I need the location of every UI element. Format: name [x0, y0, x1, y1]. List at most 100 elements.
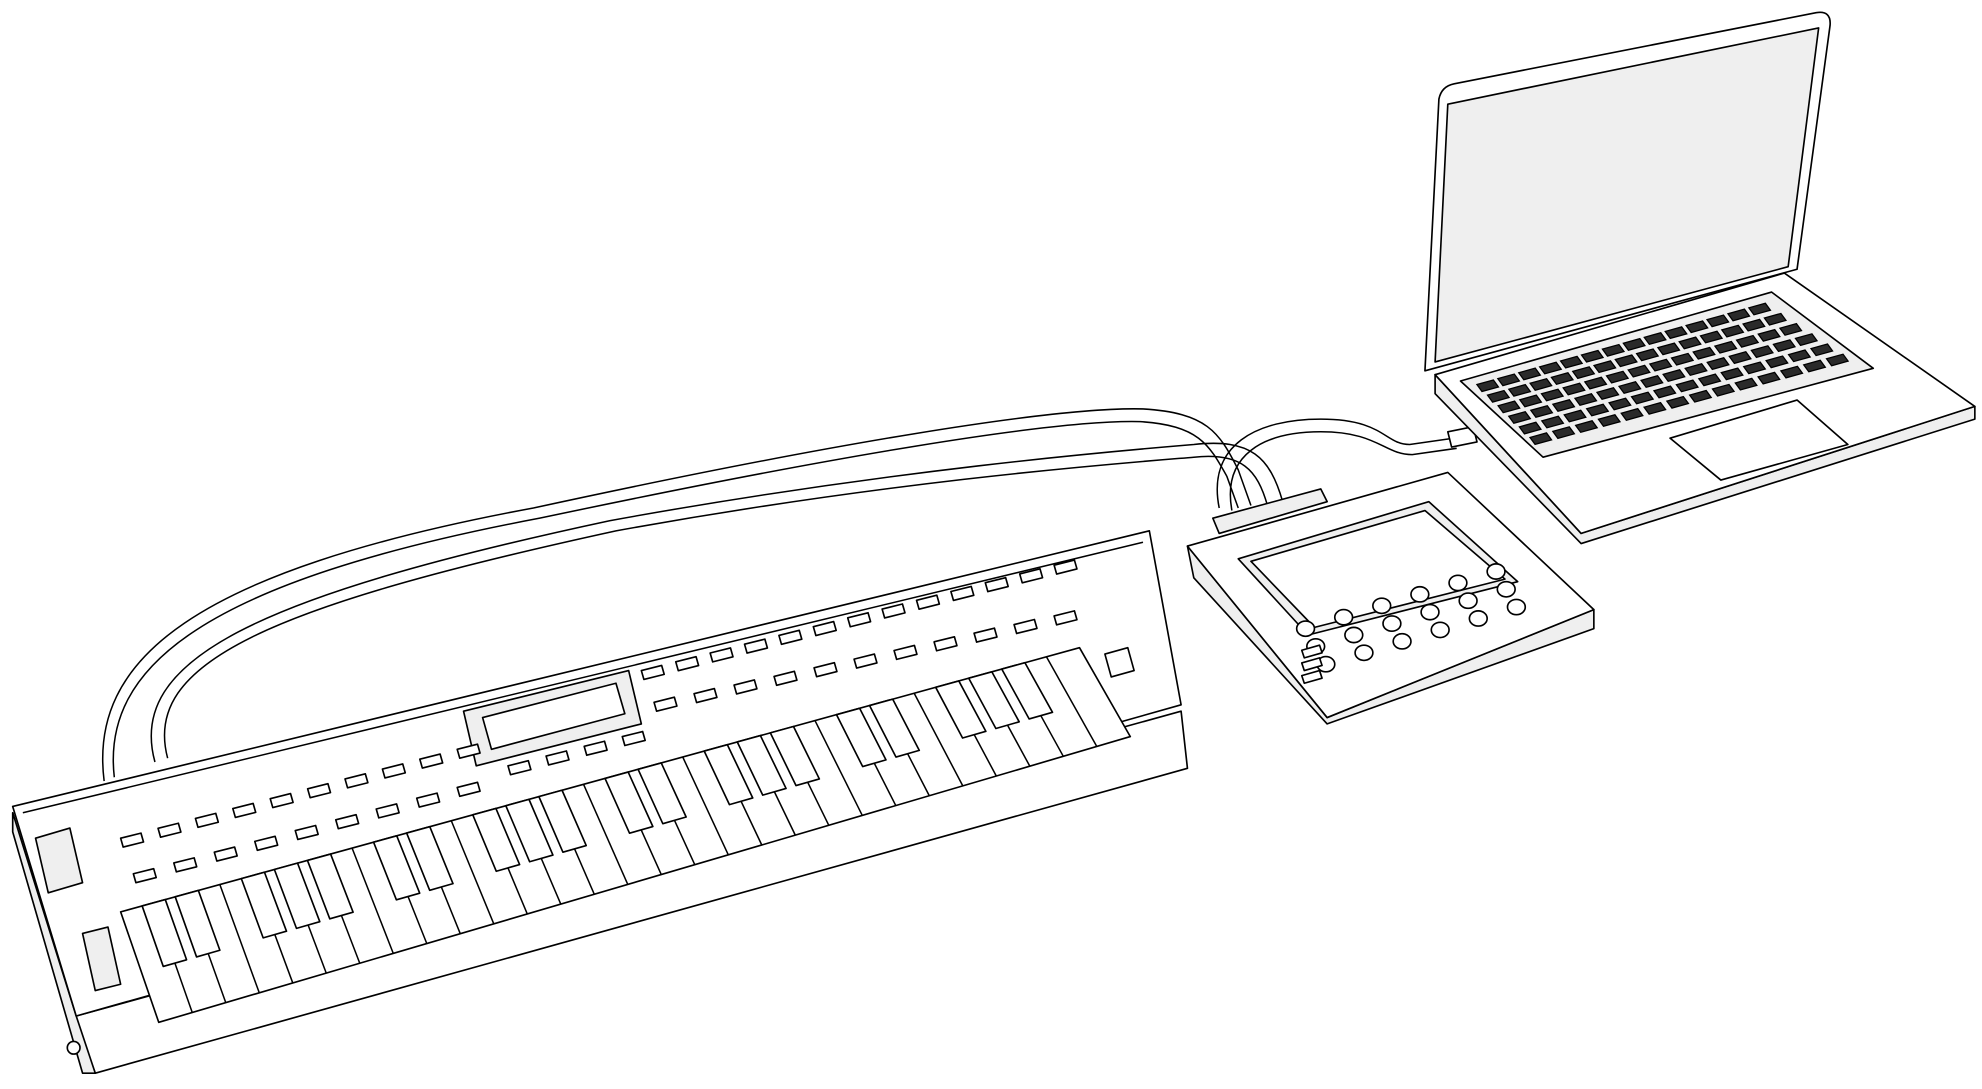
panel-button — [418, 753, 444, 769]
laptop-key — [1518, 421, 1543, 435]
knob — [1458, 592, 1478, 610]
black-key — [174, 889, 221, 958]
white-key-edge — [219, 884, 260, 994]
panel-button — [1053, 610, 1078, 626]
laptop-key — [1643, 332, 1667, 346]
cable-module-to-laptop-edge — [1229, 431, 1457, 511]
panel-button — [334, 813, 360, 830]
knob — [1486, 563, 1506, 580]
laptop-key — [1540, 388, 1565, 402]
laptop-key — [1765, 355, 1789, 369]
panel-button — [846, 611, 872, 628]
knob — [1382, 615, 1402, 633]
laptop-key — [1713, 340, 1738, 354]
laptop-key — [1635, 348, 1660, 362]
knob — [1344, 626, 1364, 644]
laptop-key — [1617, 381, 1642, 395]
laptop-key — [1597, 413, 1622, 427]
module-button — [1300, 669, 1323, 685]
panel-button — [344, 773, 369, 789]
module-screen — [1250, 509, 1506, 629]
laptop-key — [1678, 336, 1702, 350]
laptop-key — [1794, 333, 1819, 347]
laptop-key — [1608, 397, 1632, 411]
panel-button — [294, 824, 319, 841]
black-key — [967, 671, 1021, 730]
panel-button — [853, 653, 878, 669]
white-key-edge — [814, 720, 863, 816]
usb-plug — [1446, 425, 1478, 448]
panel-button — [743, 638, 769, 654]
laptop-key — [1772, 339, 1797, 353]
black-key — [240, 871, 288, 939]
black-key — [372, 834, 421, 901]
panel-button — [674, 655, 700, 672]
cable-keyboard-to-module-a-edge — [112, 420, 1239, 778]
black-key — [604, 771, 654, 835]
laptop-key — [1475, 379, 1500, 393]
knob — [1295, 620, 1316, 638]
black-key — [736, 734, 787, 796]
laptop-key — [1562, 382, 1586, 396]
laptop-key — [1614, 354, 1638, 368]
panel-button — [157, 822, 182, 839]
black-key — [505, 798, 554, 863]
laptop-key — [1630, 391, 1655, 405]
black-key — [141, 898, 188, 968]
laptop-key — [1692, 346, 1716, 360]
laptop-key — [1486, 389, 1511, 403]
panel-button — [773, 670, 798, 687]
laptop-key — [1497, 400, 1521, 414]
knob — [1372, 597, 1392, 615]
laptop-key — [1665, 395, 1690, 409]
laptop-key — [1778, 322, 1803, 336]
panel-button — [119, 832, 145, 848]
panel-button — [132, 867, 158, 884]
laptop-key — [1684, 363, 1708, 377]
black-key — [273, 862, 321, 930]
panel-button — [213, 846, 238, 862]
laptop-key — [1540, 415, 1565, 429]
laptop-key — [1573, 393, 1598, 407]
white-key-edge — [351, 847, 394, 954]
laptop-keys — [1475, 302, 1850, 446]
laptop-key — [1605, 370, 1630, 384]
laptop-key — [1742, 318, 1766, 332]
laptop-key — [1601, 343, 1626, 357]
black-key — [538, 789, 588, 854]
keyboard-keys — [141, 656, 1098, 1013]
laptop-key — [1559, 355, 1584, 369]
panel-button — [640, 664, 666, 681]
cable-keyboard-to-module-a — [102, 408, 1252, 782]
white-key-edge — [682, 756, 729, 856]
black-key — [306, 853, 354, 920]
laptop-key — [1726, 308, 1751, 322]
laptop-key — [1734, 377, 1758, 391]
panel-button — [621, 730, 646, 747]
cable-keyboard-to-module-b-edge — [163, 455, 1269, 759]
panel-button — [1053, 559, 1078, 575]
laptop-key — [1699, 330, 1724, 344]
laptop — [1424, 11, 1976, 545]
panel-button — [375, 803, 400, 819]
sound-module — [1186, 471, 1595, 725]
cable-module-to-laptop — [1216, 418, 1455, 509]
panel-button — [893, 644, 918, 661]
black-key — [405, 825, 454, 892]
laptop-key — [1517, 367, 1542, 381]
laptop-trackpad — [1669, 399, 1849, 481]
white-key-edge — [450, 820, 495, 925]
panel-button — [653, 696, 678, 713]
laptop-key — [1711, 383, 1736, 397]
laptop-key — [1496, 373, 1521, 387]
laptop-key — [1583, 376, 1608, 390]
jack-connector — [66, 1040, 81, 1055]
laptop-key — [1640, 375, 1664, 389]
laptop-key — [1735, 334, 1760, 348]
laptop-key — [1551, 426, 1576, 440]
panel-button — [306, 782, 332, 799]
panel-button — [507, 759, 532, 776]
knob — [1420, 603, 1440, 621]
black-key — [703, 743, 754, 806]
